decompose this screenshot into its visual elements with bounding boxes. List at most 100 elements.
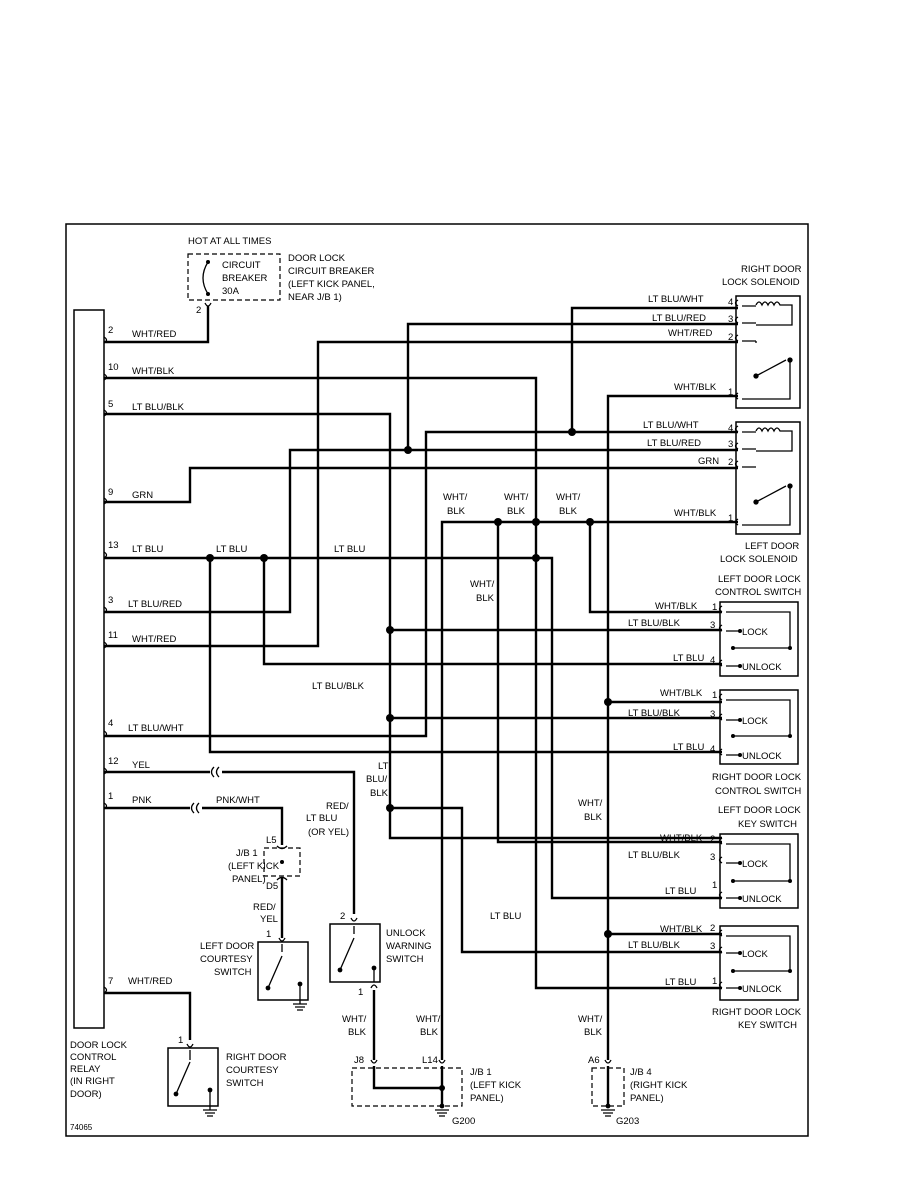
relay-label: DOOR LOCK CONTROL RELAY (IN RIGHT DOOR) [70, 1040, 128, 1100]
ld-solenoid-pins: 4 3 2 1 LT BLU/WHT LT BLU/RED GRN WHT/BL… [643, 420, 733, 524]
rd-solenoid-internals [742, 301, 793, 400]
svg-text:LT BLU: LT BLU [306, 813, 337, 824]
svg-text:2: 2 [710, 834, 715, 845]
svg-text:LOCK SOLENOID: LOCK SOLENOID [722, 277, 800, 288]
svg-text:3: 3 [108, 595, 113, 606]
svg-text:WARNING: WARNING [386, 941, 432, 952]
svg-text:G200: G200 [452, 1116, 475, 1127]
svg-text:LOCK: LOCK [742, 859, 769, 870]
right-door-lock-key-switch [719, 925, 799, 1001]
svg-text:RED/: RED/ [326, 801, 349, 812]
circuit-breaker-label: DOOR LOCK CIRCUIT BREAKER (LEFT KICK PAN… [288, 253, 375, 303]
svg-text:1: 1 [266, 929, 271, 940]
svg-text:WHT/BLK: WHT/BLK [655, 601, 698, 612]
svg-text:3: 3 [710, 852, 715, 863]
circuit-breaker-box [187, 253, 281, 301]
svg-text:L14: L14 [422, 1055, 438, 1066]
svg-text:PNK: PNK [132, 795, 152, 806]
rd-solenoid-pins: 4 3 2 1 LT BLU/WHT LT BLU/RED WHT/RED WH… [648, 294, 733, 398]
component-connector-hooks [718, 299, 739, 989]
right-door-lock-solenoid [735, 295, 801, 409]
hot-at-all-times: HOT AT ALL TIMES [188, 236, 271, 247]
svg-text:CONTROL SWITCH: CONTROL SWITCH [715, 786, 801, 797]
svg-text:UNLOCK: UNLOCK [742, 662, 782, 673]
svg-text:1: 1 [712, 880, 717, 891]
svg-text:1: 1 [712, 602, 717, 613]
svg-text:30A: 30A [222, 286, 240, 297]
left-door-courtesy-switch [257, 941, 309, 1001]
svg-text:1: 1 [712, 690, 717, 701]
svg-text:LT BLU/WHT: LT BLU/WHT [648, 294, 704, 305]
right-door-lock-solenoid-label: RIGHT DOOR LOCK SOLENOID [722, 264, 802, 288]
breaker-pin: 2 [196, 305, 201, 316]
ld-control-switch-label: LEFT DOOR LOCK CONTROL SWITCH [715, 574, 801, 598]
rd-ctrl-internals: 1 3 4 WHT/BLK LT BLU/BLK LT BLU LOCK UNL… [628, 688, 792, 762]
rd-key-switch-label: RIGHT DOOR LOCK KEY SWITCH [712, 1007, 802, 1031]
wires [104, 306, 738, 1060]
svg-text:LT BLU/BLK: LT BLU/BLK [312, 681, 365, 692]
svg-text:WHT/: WHT/ [342, 1014, 367, 1025]
left-door-lock-solenoid [735, 421, 801, 535]
inline-connectors [190, 766, 220, 814]
right-door-courtesy-switch [167, 1047, 219, 1107]
svg-text:LT BLU/BLK: LT BLU/BLK [628, 940, 681, 951]
svg-text:UNLOCK: UNLOCK [386, 928, 426, 939]
svg-text:J8: J8 [354, 1055, 364, 1066]
svg-text:LOCK: LOCK [742, 949, 769, 960]
svg-text:LT BLU: LT BLU [673, 653, 704, 664]
rd-control-switch-label: RIGHT DOOR LOCK CONTROL SWITCH [712, 772, 802, 797]
svg-text:LT BLU: LT BLU [334, 544, 365, 555]
svg-text:(LEFT KICK: (LEFT KICK [228, 861, 280, 872]
svg-text:LT BLU/BLK: LT BLU/BLK [628, 618, 681, 629]
svg-text:COURTESY: COURTESY [226, 1065, 279, 1076]
svg-text:RIGHT DOOR LOCK: RIGHT DOOR LOCK [712, 772, 802, 783]
svg-text:WHT/: WHT/ [578, 1014, 603, 1025]
svg-text:LT BLU/RED: LT BLU/RED [647, 438, 701, 449]
svg-text:BLK: BLK [447, 506, 466, 517]
svg-text:UNLOCK: UNLOCK [742, 894, 782, 905]
svg-text:GRN: GRN [698, 456, 719, 467]
door-lock-control-relay [73, 309, 105, 1029]
svg-text:YEL: YEL [260, 914, 278, 925]
svg-text:4: 4 [108, 718, 113, 729]
svg-text:WHT/: WHT/ [556, 492, 581, 503]
svg-text:13: 13 [108, 540, 119, 551]
svg-text:LT BLU/BLK: LT BLU/BLK [628, 708, 681, 719]
svg-text:NEAR J/B 1): NEAR J/B 1) [288, 292, 342, 303]
ld-ctrl-internals: 1 3 4 WHT/BLK LT BLU/BLK LT BLU LOCK UNL… [628, 601, 792, 673]
svg-text:BLK: BLK [420, 1027, 439, 1038]
svg-text:5: 5 [108, 399, 113, 410]
unlock-warning-internals: 2 1 UNLOCK WARNING SWITCH [337, 911, 432, 998]
svg-text:2: 2 [340, 911, 345, 922]
svg-text:GRN: GRN [132, 490, 153, 501]
svg-text:PANEL): PANEL) [630, 1093, 664, 1104]
svg-text:3: 3 [710, 941, 715, 952]
svg-text:WHT/RED: WHT/RED [132, 634, 176, 645]
svg-text:10: 10 [108, 362, 119, 373]
svg-text:(RIGHT KICK: (RIGHT KICK [630, 1080, 688, 1091]
svg-text:BLK: BLK [584, 1027, 603, 1038]
junction-dots [206, 428, 612, 938]
svg-text:LEFT DOOR LOCK: LEFT DOOR LOCK [718, 574, 801, 585]
figure-id: 74065 [70, 1123, 93, 1132]
svg-text:J/B 4: J/B 4 [630, 1067, 652, 1078]
svg-text:WHT/: WHT/ [470, 579, 495, 590]
svg-text:3: 3 [728, 439, 733, 450]
svg-text:WHT/RED: WHT/RED [668, 328, 712, 339]
svg-text:BLK: BLK [348, 1027, 367, 1038]
unlock-warning-switch [329, 923, 381, 983]
svg-text:LOCK: LOCK [742, 716, 769, 727]
svg-text:WHT/BLK: WHT/BLK [674, 508, 717, 519]
svg-text:WHT/BLK: WHT/BLK [132, 366, 175, 377]
svg-text:DOOR): DOOR) [70, 1089, 102, 1100]
svg-text:BLU/: BLU/ [366, 774, 387, 785]
svg-text:G203: G203 [616, 1116, 639, 1127]
svg-text:1: 1 [178, 1035, 183, 1046]
svg-text:RIGHT DOOR LOCK: RIGHT DOOR LOCK [712, 1007, 802, 1018]
svg-text:3: 3 [710, 709, 715, 720]
svg-text:WHT/: WHT/ [504, 492, 529, 503]
svg-text:WHT/: WHT/ [578, 798, 603, 809]
svg-text:LT BLU/RED: LT BLU/RED [652, 313, 706, 324]
svg-text:9: 9 [108, 487, 113, 498]
svg-text:11: 11 [108, 630, 118, 641]
